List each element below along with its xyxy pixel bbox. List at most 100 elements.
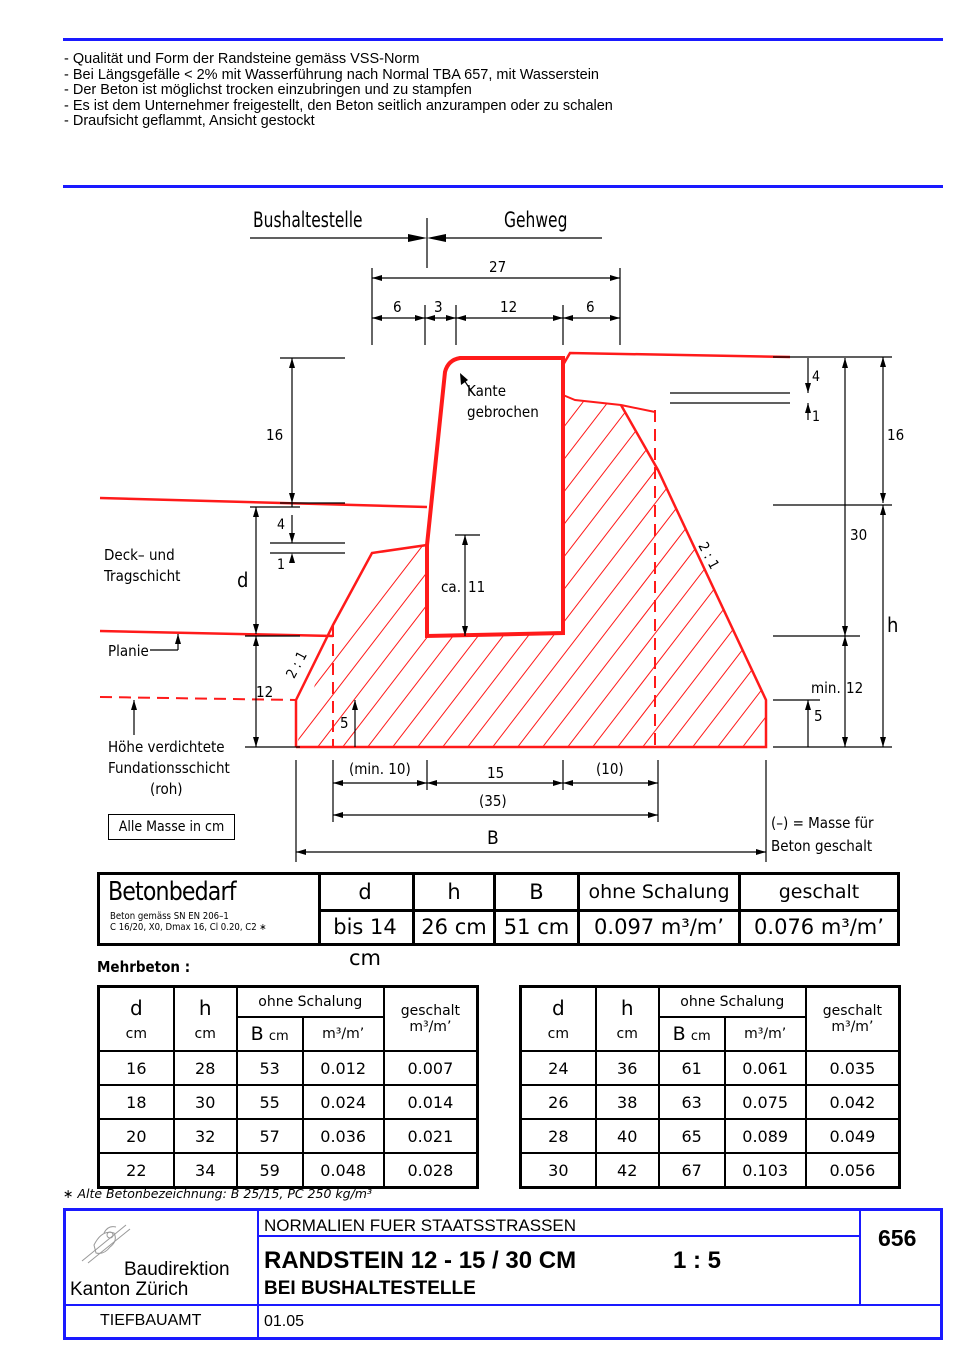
note-4: - Es ist dem Unternehmer freigestellt, d… — [64, 97, 613, 114]
label-bushaltestelle: Bushaltestelle — [253, 208, 363, 232]
label-B: B — [487, 827, 499, 849]
mb-head-d-cell: d cm — [519, 985, 597, 1052]
mb-cell: 16 — [97, 1050, 175, 1086]
dim-6b: 6 — [586, 298, 595, 316]
label-roh: (roh) — [150, 780, 183, 798]
betonbedarf-sub: Beton gemäss SN EN 206–1 C 16/20, X0, Dm… — [110, 911, 267, 933]
mb-head-ohne: ohne Schalung — [235, 985, 385, 1018]
cross-section-drawing — [99, 218, 892, 862]
mb-unit-geschalt: m³/m’ — [831, 1019, 874, 1035]
mb-cell: 0.048 — [301, 1152, 385, 1189]
dim-min10: (min. 10) — [349, 760, 411, 778]
mb-cell: 18 — [97, 1084, 175, 1120]
dim-15: 15 — [487, 764, 505, 782]
dim-3: 3 — [434, 298, 443, 316]
mb-cell: 63 — [657, 1084, 726, 1120]
mb-head-m3: m³/m’ — [301, 1016, 385, 1052]
dim-11: 11 — [468, 578, 486, 596]
dim-10: (10) — [596, 760, 624, 778]
label-alle-masse: Alle Masse in cm — [108, 814, 235, 840]
dim-1-right: 1 — [812, 409, 821, 425]
top-rule — [63, 38, 943, 41]
dept-name: TIEFBAUAMT — [100, 1312, 202, 1329]
dim-6a: 6 — [393, 298, 402, 316]
mehrbeton-title: Mehrbeton : — [97, 958, 191, 976]
mb-cell: 28 — [172, 1050, 238, 1086]
mb-unit-h: cm — [194, 1026, 216, 1042]
label-hoehe: Höhe verdichtete — [108, 738, 225, 756]
mb-cell: 32 — [172, 1118, 238, 1154]
dim-4-right: 4 — [812, 369, 821, 385]
mb-cell: 34 — [172, 1152, 238, 1189]
footnote: ∗ Alte Betonbezeichnung: B 25/15, PC 250… — [63, 1186, 372, 1201]
mb-cell: 0.024 — [301, 1084, 385, 1120]
mb-unit-d: cm — [125, 1026, 148, 1042]
mb-cell: 0.061 — [723, 1050, 807, 1086]
dim-12-top: 12 — [500, 298, 518, 316]
mb-head-geschalt: geschalt — [400, 1003, 461, 1019]
mb-cell: 0.056 — [804, 1152, 901, 1189]
dim-16-left: 16 — [266, 426, 284, 444]
drawing-labels: Bushaltestelle Gehweg 27 6 3 12 6 Kante … — [104, 208, 904, 855]
org-canton: Kanton Zürich — [70, 1279, 189, 1300]
dim-27: 27 — [489, 258, 507, 276]
dim-5-left: 5 — [340, 714, 349, 732]
mb-cell: 55 — [235, 1084, 304, 1120]
betonbedarf-title: Betonbedarf — [108, 877, 237, 907]
mb-cell: 57 — [235, 1118, 304, 1154]
note-1: - Qualität und Form der Randsteine gemäs… — [64, 51, 420, 67]
mb-unit-d: cm — [547, 1026, 570, 1042]
mb-head-h: h — [620, 996, 634, 1020]
mb-head-geschalt: geschalt — [822, 1003, 883, 1019]
mb-cell: 0.012 — [301, 1050, 385, 1086]
mb-head-Bcm: cm — [690, 1029, 711, 1044]
doc-number: 656 — [878, 1225, 917, 1251]
doc-scale: 1 : 5 — [673, 1247, 722, 1274]
betonbedarf-table: Betonbedarf Beton gemäss SN EN 206–1 C 1… — [97, 872, 900, 970]
mb-cell: 22 — [97, 1152, 175, 1189]
label-deck: Deck– und — [104, 546, 175, 564]
label-fundation: Fundationsschicht — [108, 759, 230, 777]
mb-cell: 38 — [594, 1084, 660, 1120]
mb-cell: 0.028 — [382, 1152, 479, 1189]
notes-list: - Qualität und Form der Randsteine gemäs… — [64, 51, 613, 130]
mb-cell: 30 — [519, 1152, 597, 1189]
mb-cell: 0.103 — [723, 1152, 807, 1189]
dim-4-left: 4 — [277, 517, 286, 533]
mb-cell: 0.021 — [382, 1118, 479, 1154]
note-5: - Draufsicht geflammt, Ansicht gestockt — [64, 113, 315, 129]
series-name: NORMALIEN FUER STAATSSTRASSEN — [264, 1216, 577, 1235]
mb-cell: 65 — [657, 1118, 726, 1154]
bb-header-geschalt: geschalt — [778, 881, 860, 903]
mb-cell: 42 — [594, 1152, 660, 1189]
bb-header-B: B — [496, 875, 580, 909]
dim-12-right: 12 — [846, 679, 864, 697]
slope-right: 2 : 1 — [694, 539, 722, 573]
bb-value-B: 51 cm — [496, 912, 580, 943]
note-3: - Der Beton ist möglichst trocken einzub… — [64, 82, 472, 98]
note-2: - Bei Längsgefälle < 2% mit Wasserführun… — [64, 66, 599, 83]
mb-head-B-cell: B cm — [235, 1016, 304, 1052]
mb-head-d: d — [552, 996, 565, 1020]
mb-cell: 30 — [172, 1084, 238, 1120]
title-block: Baudirektion Kanton Zürich TIEFBAUAMT NO… — [63, 1208, 943, 1340]
mb-cell: 20 — [97, 1118, 175, 1154]
bb-header-h: h — [415, 875, 496, 909]
mb-head-ohne: ohne Schalung — [657, 985, 807, 1018]
mb-cell: 0.014 — [382, 1084, 479, 1120]
dim-12-left: 12 — [256, 683, 274, 701]
dim-35: (35) — [479, 792, 507, 810]
mb-cell: 0.007 — [382, 1050, 479, 1086]
bb-value-ohne: 0.097 m³/m’ — [580, 912, 741, 943]
dim-ca: ca. — [441, 578, 461, 596]
tb-divider-v2 — [859, 1211, 861, 1304]
bb-value-d: bis 14 cm — [318, 912, 415, 970]
tb-divider-h2 — [259, 1235, 859, 1237]
